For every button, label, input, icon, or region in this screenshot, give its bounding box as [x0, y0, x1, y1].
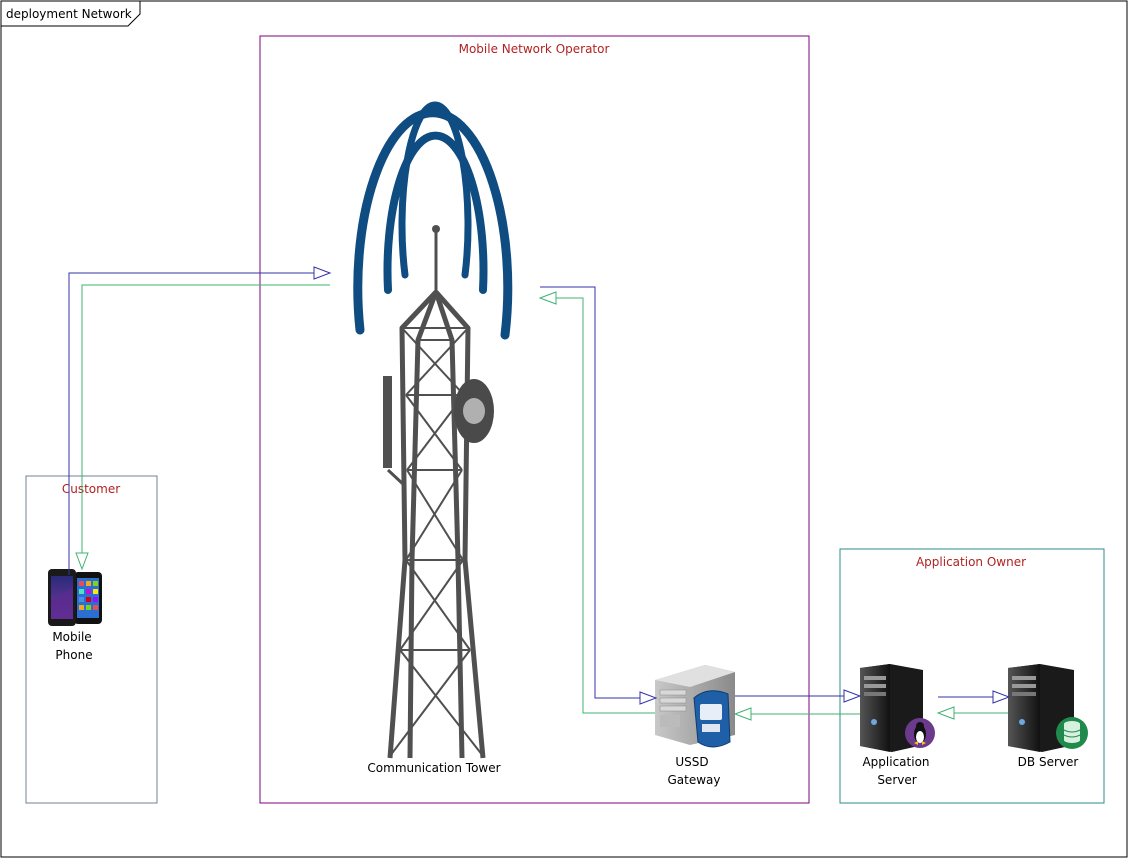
- signal-waves: [353, 101, 513, 340]
- frame-tab: [0, 0, 141, 27]
- app-server-label-line1: Application: [862, 755, 929, 769]
- group-operator-title: Mobile Network Operator: [459, 42, 610, 56]
- arrowhead-phone-to-tower: [313, 266, 332, 280]
- connector-tower-to-gateway[interactable]: [540, 286, 640, 699]
- arrowhead-tower-to-phone: [75, 552, 89, 571]
- arrowhead-db-to-app: [936, 706, 955, 720]
- app-grid: [79, 581, 98, 610]
- connector-tower-to-phone[interactable]: [81, 284, 330, 553]
- arrowhead-tower-to-gateway: [639, 691, 658, 705]
- app-server-label-line2: Server: [877, 773, 916, 787]
- connector-phone-to-tower[interactable]: [68, 272, 314, 575]
- linux-server-icon[interactable]: [860, 664, 935, 752]
- group-customer[interactable]: [25, 475, 158, 804]
- gateway-server-icon[interactable]: [655, 665, 735, 748]
- arrowhead-app-to-db: [992, 690, 1011, 704]
- phone-label-line1: Mobile: [52, 630, 91, 644]
- tower-label: Communication Tower: [367, 761, 500, 775]
- arrowhead-gateway-to-app: [843, 689, 862, 703]
- frame-title: deployment Network: [6, 7, 132, 21]
- phone-label-line2: Phone: [55, 648, 92, 662]
- gateway-label-line2: Gateway: [667, 773, 720, 787]
- cell-tower-icon[interactable]: [353, 101, 513, 759]
- group-owner-title: Application Owner: [916, 555, 1026, 569]
- group-operator[interactable]: [259, 35, 810, 804]
- gateway-label-line1: USSD: [675, 755, 708, 769]
- smartphones-icon[interactable]: [48, 569, 102, 626]
- tower-structure: [387, 290, 486, 759]
- group-customer-title: Customer: [62, 482, 120, 496]
- arrowhead-app-to-gateway: [733, 707, 752, 721]
- arrowhead-gateway-to-tower: [538, 291, 557, 305]
- database-server-icon[interactable]: [1008, 664, 1088, 752]
- group-owner[interactable]: [839, 548, 1105, 804]
- connector-gateway-to-tower[interactable]: [556, 297, 655, 714]
- db-server-label: DB Server: [1018, 755, 1079, 769]
